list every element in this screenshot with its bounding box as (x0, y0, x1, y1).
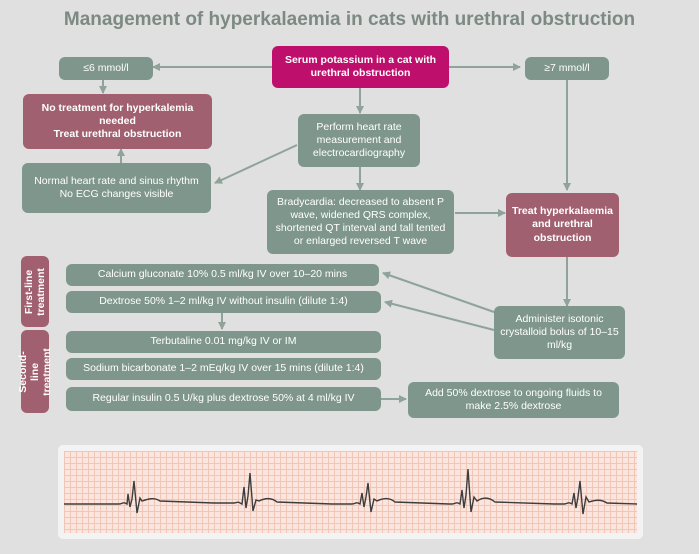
ecg-strip-frame (58, 445, 643, 539)
regular-insulin-node: Regular insulin 0.5 U/kg plus dextrose 5… (66, 387, 381, 411)
page-title: Management of hyperkalaemia in cats with… (63, 9, 636, 30)
calcium-gluconate-node: Calcium gluconate 10% 0.5 ml/kg IV over … (66, 264, 379, 286)
ecg-trace (64, 468, 638, 515)
second-line-text: Second-line treatment (16, 347, 54, 396)
serum-potassium-node: Serum potassium in a cat with urethral o… (272, 46, 449, 88)
first-line-label: First-line treatment (21, 256, 49, 327)
no-treatment-node: No treatment for hyperkalemia needed Tre… (23, 94, 212, 149)
arrow-perform-to-normal (214, 144, 298, 184)
administer-crystalloid-node: Administer isotonic crystalloid bolus of… (494, 306, 625, 359)
second-line-label: Second-line treatment (17, 330, 53, 413)
sodium-bicarbonate-node: Sodium bicarbonate 1–2 mEq/kg IV over 15… (66, 358, 381, 380)
treat-hyperkalaemia-node: Treat hyperkalaemia and urethral obstruc… (506, 193, 619, 257)
ecg-strip-image (64, 451, 638, 533)
dextrose-node: Dextrose 50% 1–2 ml/kg IV without insuli… (66, 291, 381, 313)
terbutaline-node: Terbutaline 0.01 mg/kg IV or IM (66, 331, 381, 353)
first-line-text: First-line treatment (22, 267, 47, 316)
arrow-administer-to-calcium (382, 271, 495, 313)
arrow-administer-to-dextrose (384, 299, 495, 331)
perform-heart-rate-node: Perform heart rate measurement and elect… (298, 114, 420, 167)
normal-heart-rate-node: Normal heart rate and sinus rhythm No EC… (22, 163, 211, 213)
add-dextrose-node: Add 50% dextrose to ongoing fluids to ma… (408, 382, 619, 418)
high-potassium-node: ≥7 mmol/l (525, 57, 609, 80)
bradycardia-node: Bradycardia: decreased to absent P wave,… (267, 190, 454, 254)
low-potassium-node: ≤6 mmol/l (59, 57, 153, 80)
